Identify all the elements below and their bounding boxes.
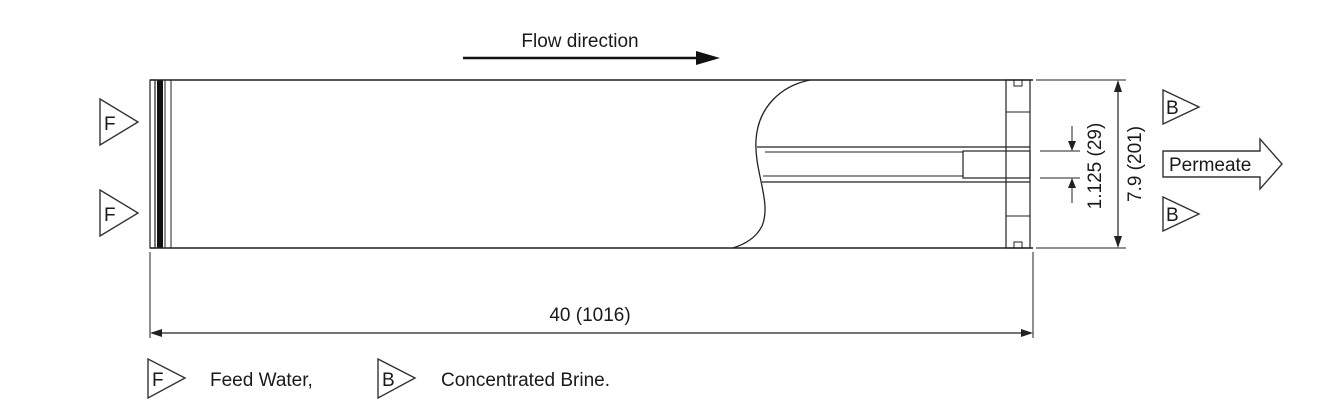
svg-text:F: F xyxy=(152,370,164,391)
flow-direction: Flow direction xyxy=(463,31,720,65)
flow-arrow-head xyxy=(696,51,720,65)
permeate-arrow: Permeate xyxy=(1162,137,1283,191)
length-dimension-label: 40 (1016) xyxy=(549,305,630,326)
legend: F Feed Water, B Concentrated Brine. xyxy=(147,357,610,400)
legend-feed-text: Feed Water, xyxy=(210,370,313,391)
tube-dimension-label: 1.125 (29) xyxy=(1085,123,1106,210)
svg-text:B: B xyxy=(382,370,395,391)
left-end-cap-seal xyxy=(157,80,163,248)
feed-marker-top: F xyxy=(99,97,140,147)
brine-marker-top: B xyxy=(1162,88,1201,126)
brine-marker-bottom: B xyxy=(1162,195,1201,233)
feed-marker-bottom: F xyxy=(99,188,140,238)
length-dimension: 40 (1016) xyxy=(149,252,1034,338)
svg-text:B: B xyxy=(1166,98,1179,119)
flow-direction-label: Flow direction xyxy=(521,31,638,52)
cutaway-curve xyxy=(732,79,811,249)
svg-text:F: F xyxy=(104,114,116,135)
svg-text:F: F xyxy=(104,205,116,226)
left-end-cap-ring xyxy=(149,79,156,249)
right-end-cap xyxy=(1005,79,1031,249)
legend-brine-symbol: B xyxy=(377,357,417,400)
permeate-label: Permeate xyxy=(1169,155,1251,176)
legend-brine-text: Concentrated Brine. xyxy=(441,370,610,391)
svg-text:B: B xyxy=(1166,205,1179,226)
membrane-element xyxy=(149,79,1033,249)
tube-dimension: 1.125 (29) xyxy=(1040,123,1106,210)
diameter-dimension-label: 7.9 (201) xyxy=(1125,126,1146,202)
legend-feed-symbol: F xyxy=(147,357,187,400)
product-tube-end xyxy=(962,150,1031,179)
diameter-dimension: 7.9 (201) xyxy=(1036,79,1146,249)
